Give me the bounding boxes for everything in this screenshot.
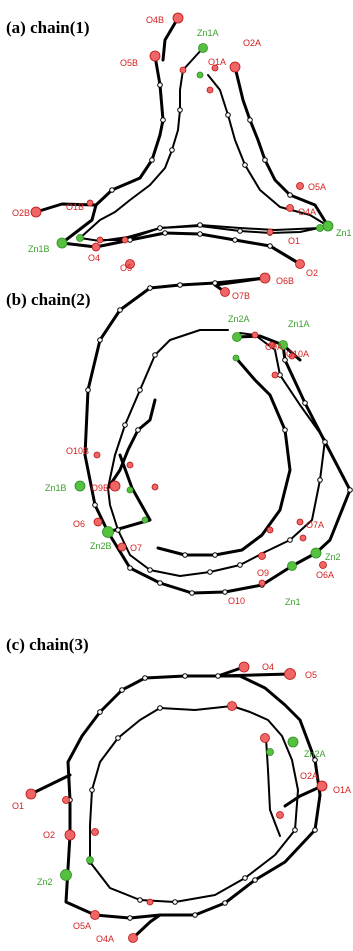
label-o2-c: O2 bbox=[43, 830, 55, 840]
label-o6: O6 bbox=[73, 519, 85, 529]
chain3-carbon-atoms bbox=[67, 673, 318, 921]
label-zn2-c: Zn2 bbox=[37, 877, 53, 887]
label-o9a: O9A bbox=[265, 342, 283, 352]
label-o5a-c: O5A bbox=[73, 921, 91, 931]
chain2-top-right bbox=[235, 334, 302, 362]
chain2-carbon-atoms bbox=[85, 280, 353, 596]
label-zn2: Zn2 bbox=[325, 552, 341, 562]
label-o10a: O10A bbox=[286, 349, 309, 359]
label-o5a: O5A bbox=[308, 182, 326, 192]
chain1-inner-loop bbox=[79, 47, 329, 242]
label-o6a: O6A bbox=[316, 570, 334, 580]
label-o1: O1 bbox=[288, 236, 300, 246]
label-o2b: O2B bbox=[12, 208, 30, 218]
label-o7a: O7A bbox=[306, 520, 324, 530]
label-zn1: Zn1 bbox=[336, 228, 352, 238]
label-o9b: O9B bbox=[91, 483, 109, 493]
chain3-o1a-arm bbox=[283, 784, 324, 808]
panel-a-title: (a) chain(1) bbox=[6, 18, 90, 37]
label-o2a-c: O2A bbox=[300, 771, 318, 781]
label-o1a-c: O1A bbox=[333, 785, 351, 795]
chain1-outer-right-arm bbox=[233, 65, 330, 228]
label-o4b: O4B bbox=[146, 15, 164, 25]
label-o2: O2 bbox=[306, 268, 318, 278]
chain3-o1-arm bbox=[29, 773, 72, 796]
label-zn2a: Zn2A bbox=[228, 314, 250, 324]
chain1-o2-arm bbox=[268, 244, 302, 266]
chain1-outer-left-arm bbox=[60, 54, 165, 245]
chain2-zn-link-lower bbox=[106, 398, 157, 490]
panel-b-title: (b) chain(2) bbox=[6, 290, 91, 309]
chain3-o4a-arm bbox=[131, 913, 162, 940]
label-o1-c: O1 bbox=[12, 801, 24, 811]
label-zn1b: Zn1B bbox=[28, 244, 50, 254]
panel-b: (b) chain(2) bbox=[6, 272, 353, 607]
label-zn2b: Zn2B bbox=[90, 541, 112, 551]
label-zn1-b: Zn1 bbox=[285, 597, 301, 607]
label-o4-c: O4 bbox=[262, 662, 274, 672]
label-zn1b-b: Zn1B bbox=[45, 483, 67, 493]
label-o2a: O2A bbox=[243, 38, 261, 48]
label-o5-c: O5 bbox=[305, 670, 317, 680]
chain1-zinc-atoms bbox=[56, 43, 334, 249]
chain1-o4b-arm bbox=[161, 16, 180, 62]
label-zn1a: Zn1A bbox=[197, 28, 219, 38]
label-o7b: O7B bbox=[232, 291, 250, 301]
chain2-zinc-atoms bbox=[74, 332, 322, 571]
panel-c-title: (c) chain(3) bbox=[6, 635, 89, 654]
label-zn1a-b: Zn1A bbox=[288, 319, 310, 329]
chain3-o5-arm bbox=[216, 672, 292, 678]
chain3-zinc-atoms bbox=[60, 736, 299, 881]
label-o6b: O6B bbox=[276, 276, 294, 286]
panel-c: (c) chain(3) bbox=[6, 635, 351, 944]
chain2-oxygen-atoms bbox=[93, 272, 327, 587]
label-o5b: O5B bbox=[120, 58, 138, 68]
label-o7: O7 bbox=[130, 543, 142, 553]
chain1-outer-bottom bbox=[60, 231, 302, 266]
label-o1a: O1A bbox=[208, 57, 226, 67]
label-o10b: O10B bbox=[66, 446, 89, 456]
chain1-carbon-atoms bbox=[109, 82, 293, 249]
panel-a: (a) chain(1) bbox=[6, 12, 352, 278]
label-o4a: O4A bbox=[298, 207, 316, 217]
chain3-oxygen-atoms bbox=[25, 661, 328, 943]
chain2-zn-link-upper bbox=[156, 356, 292, 557]
chain3-inner-ring bbox=[89, 705, 299, 903]
label-o4a-c: O4A bbox=[96, 934, 114, 944]
label-o9: O9 bbox=[257, 568, 269, 578]
label-o1b: O1B bbox=[66, 202, 84, 212]
label-o5: O5 bbox=[120, 263, 132, 273]
label-o10: O10 bbox=[228, 596, 245, 606]
chain2-left-cross bbox=[106, 453, 152, 534]
label-zn2a-c: Zn2A bbox=[304, 749, 326, 759]
chain1-oxygen-atoms bbox=[30, 12, 305, 269]
label-o4: O4 bbox=[88, 253, 100, 263]
chain1-o2b-arm bbox=[34, 202, 98, 214]
